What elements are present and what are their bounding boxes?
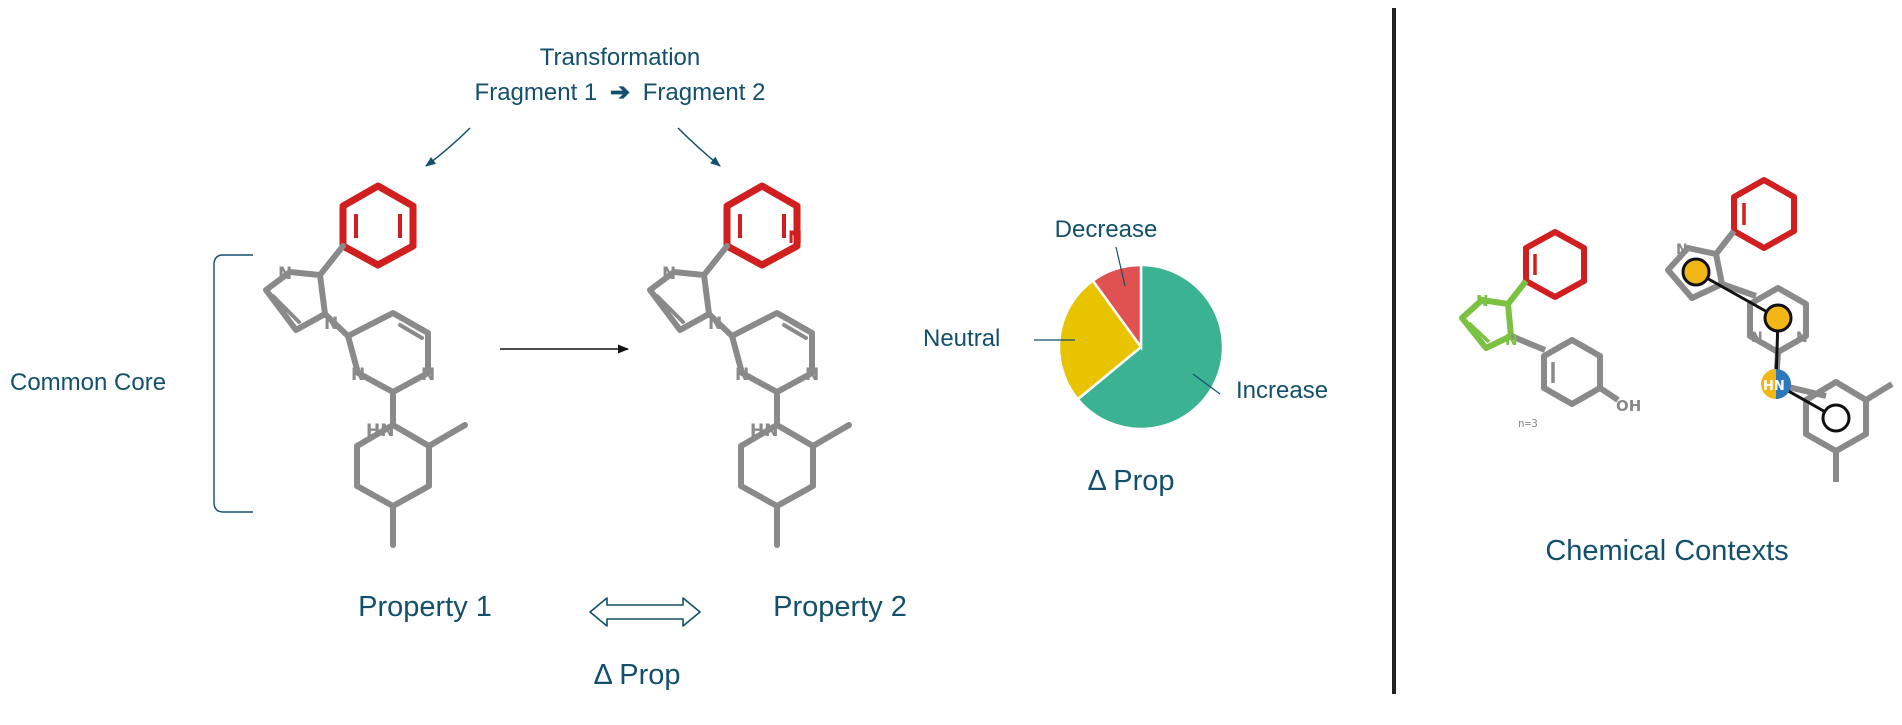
atom-n: N: [421, 365, 435, 385]
context-count: n=3: [1518, 417, 1538, 430]
common-core-bracket: [213, 254, 253, 513]
fragment-1-label: Fragment 1: [474, 79, 598, 106]
atom-n: N: [735, 365, 749, 385]
molecule-left: N N N N HN: [263, 182, 468, 548]
common-core-label: Common Core: [10, 369, 167, 396]
pie-slice-decrease: [1091, 263, 1143, 351]
pie-slice-increase: [1076, 263, 1225, 431]
atom-n: N: [1505, 331, 1518, 349]
atom-n: N: [805, 365, 819, 385]
pie-increase-label: Increase: [1236, 377, 1329, 404]
fragment-2-label: Fragment 2: [642, 79, 766, 106]
atom-n: N: [1676, 242, 1688, 258]
atom-n: N: [788, 228, 802, 248]
pie-slice-neutral: [1057, 278, 1143, 402]
atom-hn: HN: [366, 421, 394, 441]
pie-decrease-label: Decrease: [1054, 216, 1158, 243]
fragment-2-pyridyl: [723, 182, 801, 269]
atom-n: N: [1796, 330, 1808, 346]
molecule-right: N N N N N HN: [647, 182, 852, 548]
delta-prop-label: Δ Prop: [593, 659, 681, 691]
atom-n: N: [324, 314, 338, 334]
pie-caption: Δ Prop: [1087, 465, 1175, 497]
property-2-label: Property 2: [773, 591, 907, 623]
context-molecule-1: N N OH n=3: [1459, 229, 1641, 430]
atom-n: N: [662, 264, 676, 284]
double-arrow-icon: [589, 597, 701, 627]
pie-chart: [1057, 263, 1225, 431]
fragment-arrow-icon: ➔: [609, 79, 631, 106]
chemical-contexts-label: Chemical Contexts: [1545, 535, 1789, 567]
atom-n: N: [278, 264, 292, 284]
curved-arrow-left-icon: [425, 127, 471, 167]
atom-n: N: [351, 365, 365, 385]
atom-hn: HN: [1763, 379, 1785, 394]
fragment-1-phenyl: [339, 182, 417, 269]
atom-n: N: [708, 314, 722, 334]
panel-divider: [1392, 8, 1396, 694]
atom-n: N: [1751, 330, 1763, 346]
atom-hn: HN: [750, 421, 778, 441]
transformation-title: Transformation: [539, 44, 701, 71]
decrease-leader-line: [1115, 246, 1126, 287]
curved-arrow-right-icon: [677, 127, 721, 167]
atom-oh: OH: [1616, 397, 1641, 415]
context-molecule-2: N N N HN: [1665, 177, 1894, 482]
increase-leader-line: [1192, 373, 1221, 395]
property-1-label: Property 1: [358, 591, 492, 623]
fragment-transform-line: Fragment 1 ➔ Fragment 2: [475, 78, 766, 107]
atom-n: N: [1476, 292, 1489, 310]
pie-neutral-label: Neutral: [923, 325, 1001, 352]
